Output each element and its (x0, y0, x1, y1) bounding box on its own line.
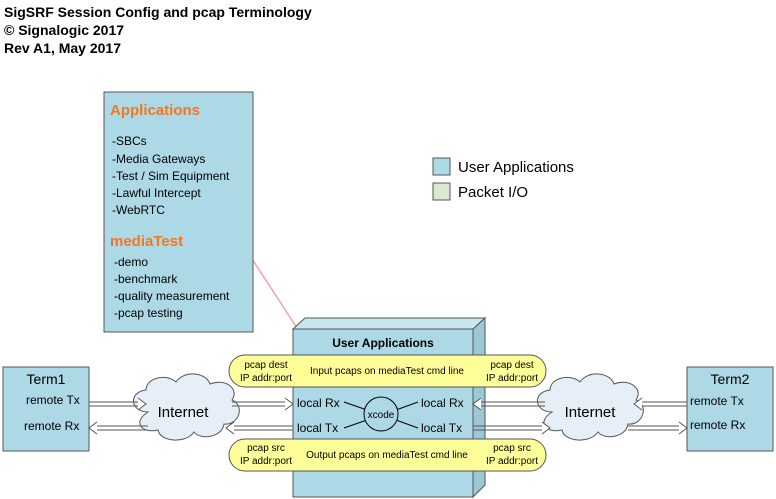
arrow-local-rx-left (232, 397, 294, 411)
diagram-title: SigSRF Session Config and pcap Terminolo… (4, 4, 312, 20)
application-item: -Lawful Intercept (112, 186, 201, 200)
output-right-label: IP addr:port (486, 456, 538, 467)
user-applications-title: User Applications (332, 336, 434, 350)
mediatest-item: -benchmark (114, 272, 178, 286)
legend-label: User Applications (458, 159, 574, 176)
copyright-line: © Signalogic 2017 (4, 22, 125, 38)
output-right-label: pcap src (493, 443, 531, 454)
term2-remote-rx: remote Rx (690, 418, 745, 432)
input-left-label: IP addr:port (240, 373, 292, 384)
mediatest-item: -demo (114, 255, 148, 269)
legend-swatch-user-apps (432, 157, 451, 176)
term2-remote-tx: remote Tx (690, 394, 744, 408)
term2-title: Term2 (711, 371, 750, 387)
arrow-term1-tx (89, 397, 147, 411)
arrow-local-tx-left (225, 421, 293, 435)
arrow-term1-rx (88, 421, 148, 435)
input-left-label: pcap dest (244, 360, 288, 371)
internet-label-right: Internet (565, 404, 617, 421)
internet-cloud-left: Internet (133, 373, 240, 441)
term1-remote-rx: remote Rx (24, 419, 79, 433)
legend-label: Packet I/O (458, 184, 528, 201)
arrow-term2-rx (628, 421, 688, 435)
output-left-label: pcap src (247, 443, 285, 454)
application-item: -WebRTC (112, 203, 165, 217)
input-center-label: Input pcaps on mediaTest cmd line (310, 366, 464, 377)
local-rx-right: local Rx (421, 396, 464, 410)
internet-label-left: Internet (158, 404, 210, 421)
local-tx-right: local Tx (421, 421, 462, 435)
application-item: -Media Gateways (112, 152, 205, 166)
xcode-circle (363, 396, 399, 432)
term1-remote-tx: remote Tx (26, 393, 80, 407)
arrow-local-rx-right (472, 397, 545, 411)
mediatest-title: mediaTest (110, 233, 183, 250)
arrow-term2-tx (633, 397, 687, 411)
arrow-local-tx-right (473, 421, 551, 435)
xcode-label: xcode (368, 410, 395, 421)
local-rx-left: local Rx (297, 396, 340, 410)
input-pcaps-ellipse: pcap dest IP addr:port Input pcaps on me… (228, 354, 547, 388)
legend: User Applications Packet I/O (432, 157, 574, 201)
mediatest-item: -quality measurement (114, 289, 230, 303)
application-item: -Test / Sim Equipment (112, 169, 230, 183)
application-item: -SBCs (112, 134, 147, 148)
applications-box: Applications -SBCs -Media Gateways -Test… (103, 91, 254, 333)
input-right-label: pcap dest (490, 360, 534, 371)
term1-box: Term1 remote Tx remote Rx (2, 366, 90, 452)
legend-swatch-packet-io (432, 182, 451, 201)
revision-line: Rev A1, May 2017 (4, 40, 121, 56)
xcode-connector-lines (343, 401, 419, 429)
term1-title: Term1 (27, 371, 66, 387)
input-right-label: IP addr:port (486, 373, 538, 384)
mediatest-item: -pcap testing (114, 306, 183, 320)
output-pcaps-ellipse: pcap src IP addr:port Output pcaps on me… (228, 438, 547, 472)
output-center-label: Output pcaps on mediaTest cmd line (306, 450, 468, 461)
output-left-label: IP addr:port (240, 456, 292, 467)
term2-box: Term2 remote Tx remote Rx (686, 366, 774, 452)
local-tx-left: local Tx (297, 421, 338, 435)
applications-title: Applications (110, 102, 200, 119)
internet-cloud-right: Internet (537, 373, 644, 441)
packet-flow-arrows (88, 397, 688, 435)
